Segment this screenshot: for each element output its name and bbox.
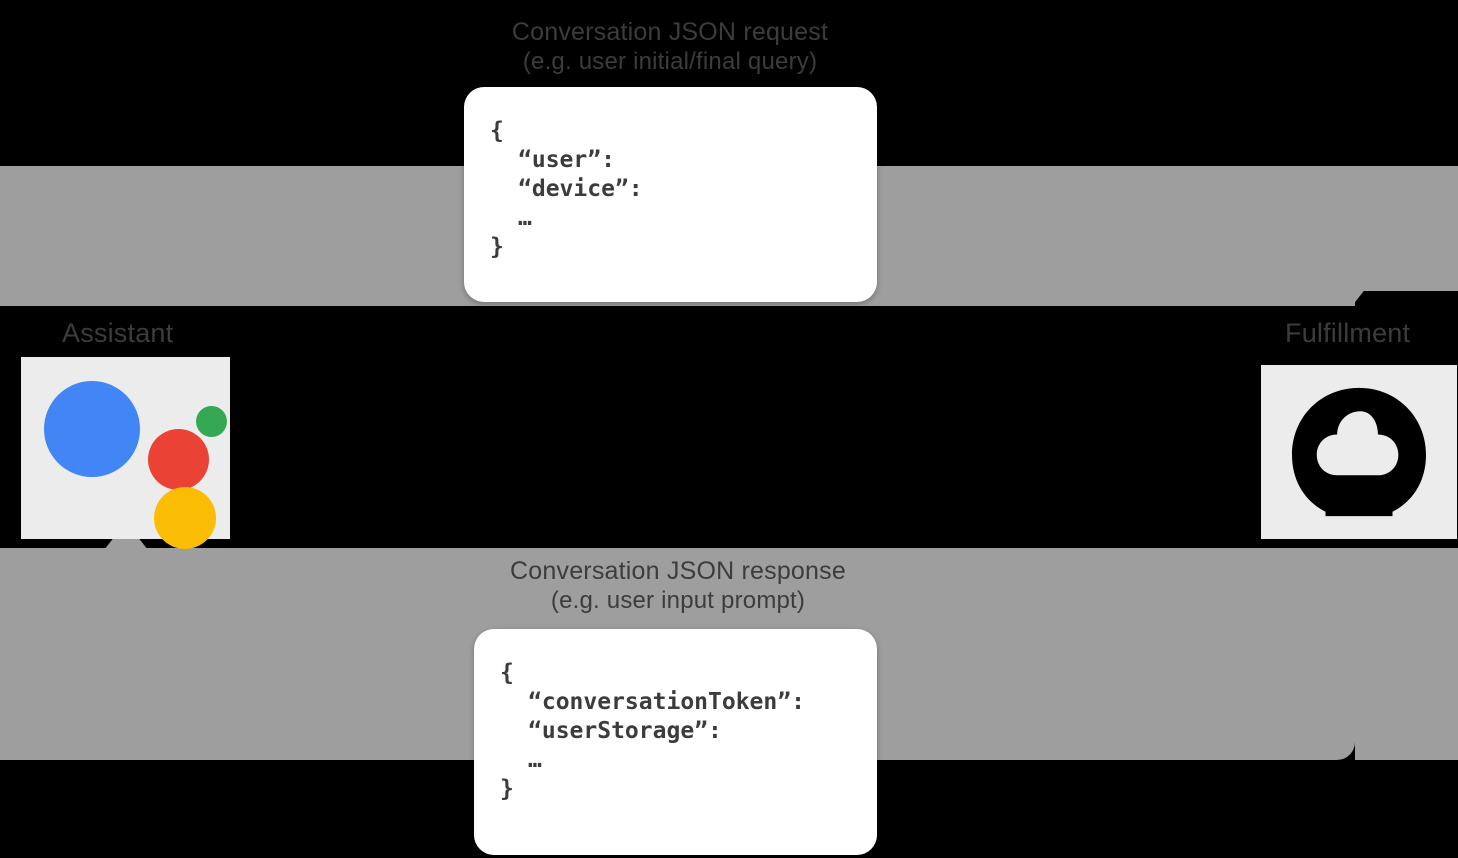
assistant-dot-yellow [153,487,216,549]
assistant-dot-blue [43,381,140,477]
arrow-down-icon [1330,278,1374,306]
assistant-node-tile[interactable] [21,357,230,549]
json-ellipsis: … [528,747,543,773]
assistant-node-label: Assistant [62,318,174,348]
fulfillment-node-tile[interactable] [1261,365,1457,539]
request-caption-title: Conversation JSON request [511,18,829,46]
request-flow-band-turn [1355,166,1458,291]
google-cloud-icon [1292,387,1426,517]
response-caption-title: Conversation JSON response [510,557,846,585]
response-caption-subtitle: (e.g. user input prompt) [550,587,806,614]
response-flow-band-turn [1355,548,1458,760]
fulfillment-node-label: Fulfillment [1285,318,1411,348]
json-close-brace: } [490,234,504,260]
json-close-brace: } [500,776,514,802]
json-key-user: “user”: [518,147,615,173]
request-flow-caption: Conversation JSON request (e.g. user ini… [0,17,1340,77]
request-caption-subtitle: (e.g. user initial/final query) [522,48,818,75]
request-json-callout: { “user”: “device”: … } [464,87,877,302]
diagram-middle-lane [0,306,1458,548]
json-key-device: “device”: [518,176,643,202]
google-assistant-logo-icon [40,373,227,549]
response-flow-caption: Conversation JSON response (e.g. user in… [0,556,1356,616]
json-key-user-storage: “userStorage”: [528,718,722,744]
assistant-dot-red [147,429,209,490]
json-open-brace: { [490,118,504,144]
json-key-conversation-token: “conversationToken”: [528,689,805,715]
response-json-callout: { “conversationToken”: “userStorage”: … … [474,629,877,855]
json-ellipsis: … [518,205,533,231]
assistant-dot-green [195,406,227,437]
json-open-brace: { [500,660,514,686]
